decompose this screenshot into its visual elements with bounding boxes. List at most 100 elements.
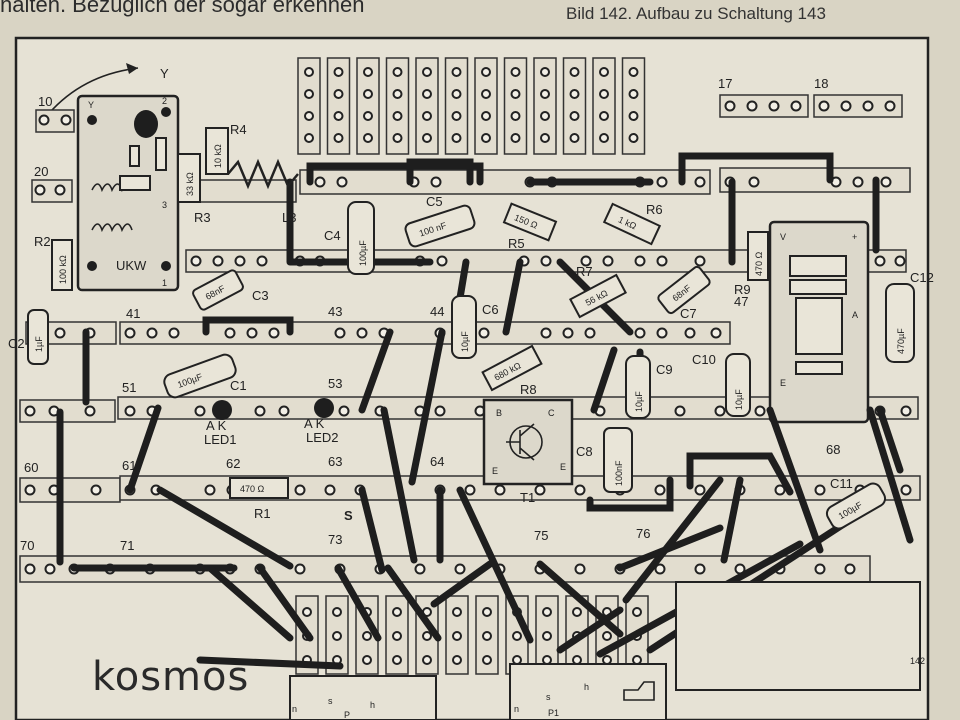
- hole: [481, 111, 491, 121]
- hole: [362, 655, 372, 665]
- hole: [654, 484, 666, 496]
- c11-label: C11: [830, 476, 853, 491]
- hole: [844, 563, 856, 575]
- hole: [694, 563, 706, 575]
- pot-pin: h: [584, 682, 589, 692]
- hole: [572, 655, 582, 665]
- c8-label: C8: [576, 444, 593, 459]
- r4-value: 10 kΩ: [213, 144, 223, 168]
- c12-value: 470µF: [896, 328, 906, 354]
- hole: [540, 327, 552, 339]
- t1-pin: B: [496, 408, 502, 418]
- vertical-strip-bank-top: [297, 57, 646, 155]
- ic-pin: V: [780, 232, 786, 242]
- hole: [452, 607, 462, 617]
- r9-label: R9: [734, 282, 751, 297]
- pot-right-label: P1: [548, 708, 559, 718]
- resistor-r6: 1 kΩ: [602, 202, 662, 246]
- led2-icon: [314, 398, 334, 418]
- r6-label: R6: [646, 202, 663, 217]
- hole: [584, 327, 596, 339]
- r5-label: R5: [508, 236, 525, 251]
- hole: [884, 100, 896, 112]
- hole: [434, 405, 446, 417]
- capacitor-c3: 68nF: [192, 269, 244, 311]
- t1-pin: E: [560, 462, 566, 472]
- hole: [874, 255, 886, 267]
- rail-17: [719, 94, 809, 118]
- hole: [481, 89, 491, 99]
- hole: [634, 255, 646, 267]
- hole: [392, 89, 403, 99]
- hole: [451, 67, 462, 77]
- hole: [574, 563, 586, 575]
- hole: [534, 484, 546, 496]
- led2-label: LED2: [306, 430, 339, 445]
- r8-label: R8: [520, 382, 537, 397]
- hole: [542, 607, 552, 617]
- arrow-head-icon: [126, 63, 138, 74]
- hole: [54, 327, 66, 339]
- hole: [392, 67, 403, 77]
- c5-label: C5: [426, 194, 443, 209]
- resistor-r5: 150 Ω: [502, 202, 558, 242]
- hole: [362, 631, 372, 641]
- vertical-strip: [444, 57, 469, 155]
- resistors: 100 kΩ R2 33 kΩ R3 10 kΩ R4 470 Ω R1 150…: [34, 122, 769, 521]
- hole: [656, 176, 668, 188]
- rail-number: 60: [24, 460, 38, 475]
- rail-e: [19, 399, 116, 423]
- rail-number: 75: [534, 528, 548, 543]
- hole: [656, 327, 668, 339]
- hole: [790, 100, 802, 112]
- vertical-strip: [385, 57, 410, 155]
- hole: [814, 563, 826, 575]
- hole: [481, 133, 491, 143]
- resistor-r8: 680 kΩ: [481, 344, 543, 392]
- hole: [510, 133, 521, 143]
- c3-label: C3: [252, 288, 269, 303]
- vertical-strip: [533, 57, 557, 155]
- hole: [840, 100, 852, 112]
- hole: [422, 111, 432, 121]
- c12-label: C12: [910, 270, 934, 285]
- resistor-r4: [205, 127, 229, 175]
- hole: [333, 133, 344, 143]
- rail-number: 62: [226, 456, 240, 471]
- hole: [542, 631, 552, 641]
- hole: [334, 327, 346, 339]
- r3-value: 33 kΩ: [185, 172, 195, 196]
- hole: [746, 100, 758, 112]
- hole: [774, 484, 786, 496]
- hole: [333, 67, 344, 77]
- hole: [304, 133, 314, 143]
- c2-value: 1µF: [34, 336, 44, 352]
- hole: [894, 255, 906, 267]
- hole: [574, 484, 586, 496]
- hole: [482, 631, 492, 641]
- hole: [512, 655, 522, 665]
- hole: [430, 176, 442, 188]
- hole: [900, 405, 912, 417]
- pot-pin: h: [370, 700, 375, 710]
- figure-number: 142: [910, 656, 925, 666]
- hole: [294, 484, 306, 496]
- hole: [34, 184, 46, 196]
- r2-value: 100 kΩ: [58, 255, 68, 284]
- ukw-module: Y 2 3 1 UKW: [76, 94, 180, 292]
- hole: [24, 484, 36, 496]
- hole: [414, 563, 426, 575]
- resistor-r7: 56 kΩ: [568, 273, 628, 319]
- resistor-r3: [177, 153, 201, 203]
- capacitor-c8: [603, 427, 633, 493]
- hole: [628, 111, 639, 121]
- pot-pin: s: [546, 692, 551, 702]
- hole: [628, 67, 639, 77]
- hole: [562, 327, 574, 339]
- hole: [494, 484, 506, 496]
- led2-pins: A K: [304, 416, 325, 431]
- rail-number: 41: [126, 306, 140, 321]
- rail-number: 76: [636, 526, 650, 541]
- hole: [422, 89, 432, 99]
